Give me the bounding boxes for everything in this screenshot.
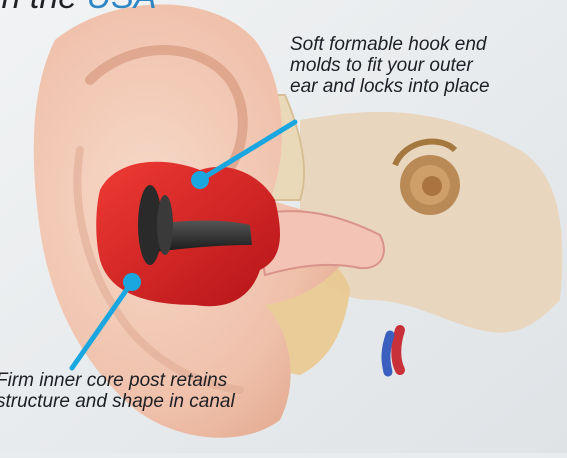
callout-line: Firm inner core post retains bbox=[0, 370, 235, 391]
vessel-red bbox=[396, 330, 400, 370]
callout-line: structure and shape in canal bbox=[0, 391, 235, 412]
vessel-blue bbox=[386, 335, 390, 372]
callout-core-post: Firm inner core post retains structure a… bbox=[0, 370, 235, 412]
callout-line: ear and locks into place bbox=[290, 76, 490, 97]
callout-line: molds to fit your outer bbox=[290, 55, 490, 76]
title-prefix: in the bbox=[0, 0, 87, 16]
title-accent: USA bbox=[87, 0, 157, 16]
callout-line: Soft formable hook end bbox=[290, 34, 490, 55]
callout-hook-end: Soft formable hook end molds to fit your… bbox=[290, 34, 490, 97]
page-title: in the USA bbox=[0, 0, 157, 17]
